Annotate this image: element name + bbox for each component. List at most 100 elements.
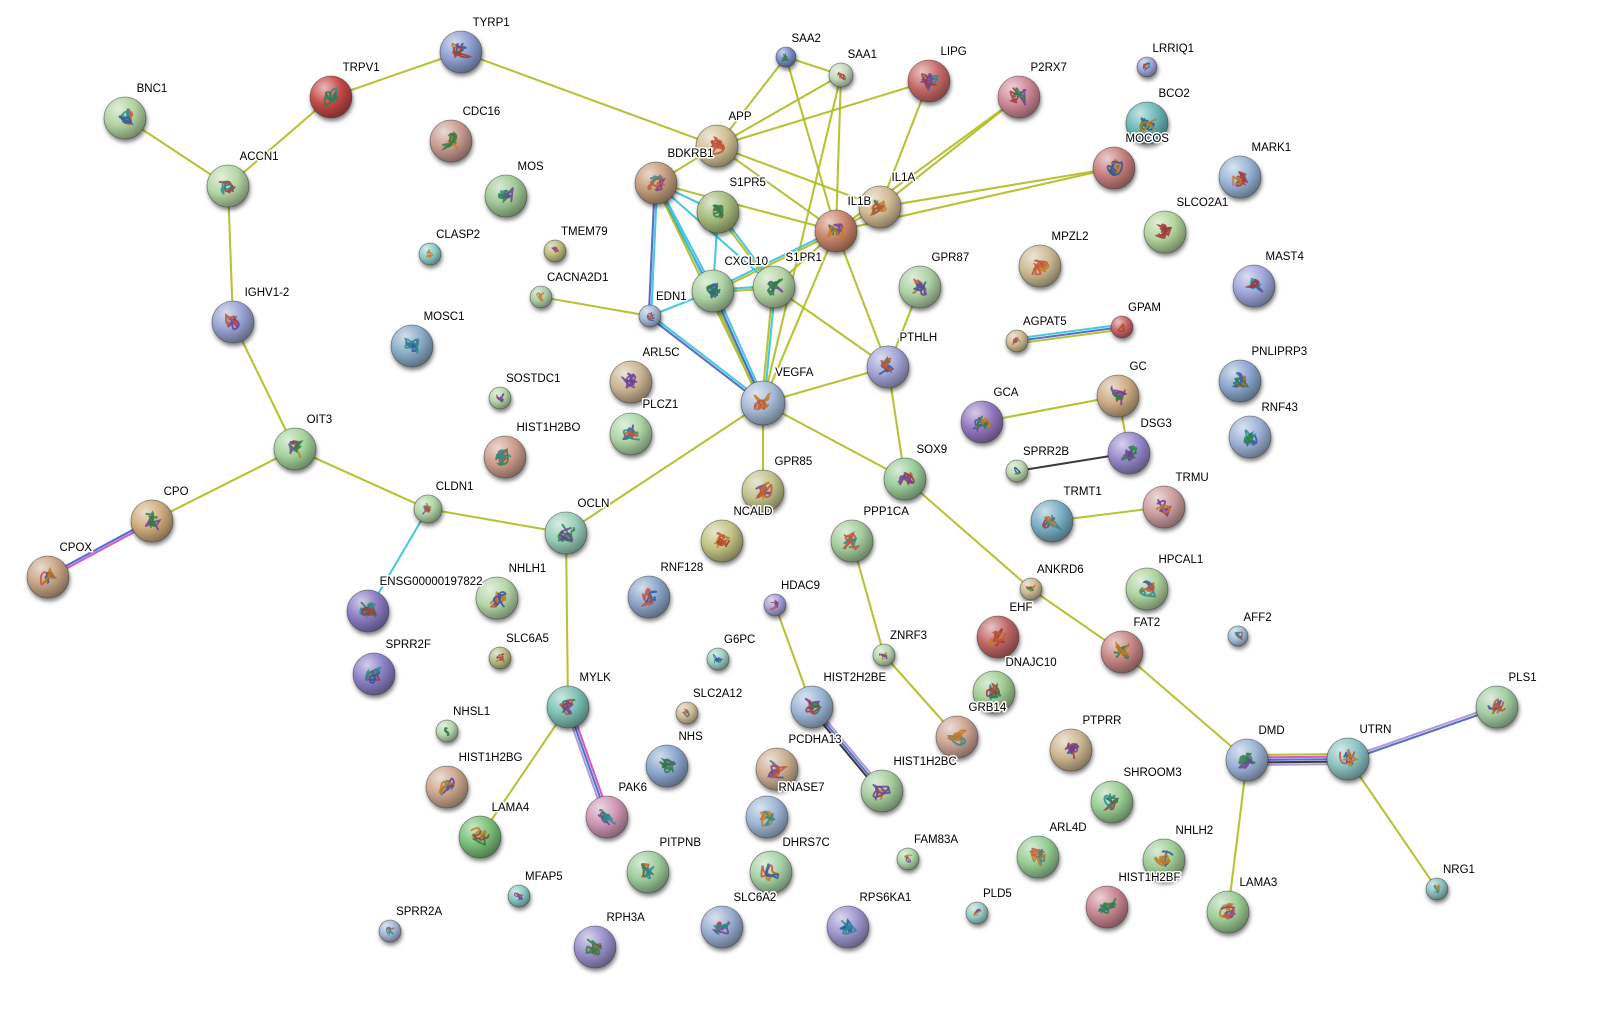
edge-LIPG-IL1A-textmining[interactable] — [878, 79, 931, 209]
protein-node-MFAP5[interactable]: MFAP5 — [507, 870, 564, 908]
protein-node-NHLH2[interactable]: NHLH2 — [1142, 824, 1215, 882]
protein-node-HIST1H2BG[interactable]: HIST1H2BG — [425, 751, 524, 809]
protein-node-PLD5[interactable]: PLD5 — [965, 887, 1013, 925]
protein-node-CACNA2D1[interactable]: CACNA2D1 — [529, 271, 610, 309]
protein-node-DHRS7C[interactable]: DHRS7C — [749, 836, 831, 894]
edge-TYRP1-APP-textmining[interactable] — [459, 50, 719, 148]
protein-node-MAST4[interactable]: MAST4 — [1232, 250, 1306, 308]
protein-node-HIST1H2BF[interactable]: HIST1H2BF — [1085, 871, 1182, 929]
protein-node-P2RX7[interactable]: P2RX7 — [997, 61, 1068, 119]
edge-IGHV1-2-OIT3-textmining[interactable] — [231, 320, 297, 451]
protein-sphere-BDKRB1[interactable] — [634, 161, 678, 205]
protein-node-MOCOS[interactable]: MOCOS — [1092, 132, 1171, 190]
edge-EDN1-VEGFA-cooccurrence[interactable] — [648, 315, 764, 406]
edge-APP-SAA1-textmining[interactable] — [715, 73, 843, 148]
protein-node-MOSC1[interactable]: MOSC1 — [390, 310, 466, 368]
protein-node-MYLK[interactable]: MYLK — [546, 671, 613, 729]
protein-node-GCA[interactable]: GCA — [960, 386, 1020, 444]
protein-node-SLCO2A1[interactable]: SLCO2A1 — [1143, 196, 1230, 254]
protein-node-NRG1[interactable]: NRG1 — [1425, 863, 1476, 901]
edge-BDKRB1-EDN1-database[interactable] — [650, 182, 659, 318]
protein-node-PITPNB[interactable]: PITPNB — [626, 836, 703, 894]
edge-AGPAT5-GPAM-textmining[interactable] — [1016, 328, 1124, 345]
protein-node-RNASE7[interactable]: RNASE7 — [745, 781, 826, 839]
edge-AGPAT5-GPAM-database[interactable] — [1015, 323, 1123, 340]
edge-OCLN-VEGFA-textmining[interactable] — [564, 401, 765, 535]
edge-APP-IL1A-textmining[interactable] — [715, 144, 882, 209]
protein-node-TRMT1[interactable]: TRMT1 — [1030, 485, 1103, 543]
protein-node-SLC2A12[interactable]: SLC2A12 — [675, 687, 744, 725]
edge-IL1B-BDKRB1-textmining[interactable] — [654, 181, 838, 233]
protein-node-SAA1[interactable]: SAA1 — [828, 48, 879, 88]
protein-node-IL1B[interactable]: IL1B — [814, 195, 873, 253]
protein-node-NHS[interactable]: NHS — [645, 730, 705, 788]
protein-node-GPAM[interactable]: GPAM — [1110, 301, 1163, 339]
edge-SOX9-ANKRD6-textmining[interactable] — [903, 477, 1033, 591]
protein-node-LAMA4[interactable]: LAMA4 — [458, 801, 531, 859]
protein-node-IL1A[interactable]: IL1A — [858, 171, 917, 229]
protein-node-CPOX[interactable]: CPOX — [26, 541, 94, 599]
protein-node-G6PC[interactable]: G6PC — [706, 633, 757, 671]
protein-node-SOSTDC1[interactable]: SOSTDC1 — [488, 372, 562, 410]
protein-node-ACCN1[interactable]: ACCN1 — [206, 150, 280, 208]
protein-node-RPS6KA1[interactable]: RPS6KA1 — [826, 891, 913, 949]
edge-OIT3-CLDN1-textmining[interactable] — [293, 447, 430, 511]
protein-node-VEGFA[interactable]: VEGFA — [740, 366, 815, 426]
protein-node-CLDN1[interactable]: CLDN1 — [413, 480, 475, 524]
edge-SAA1-IL1B-textmining[interactable] — [834, 73, 843, 233]
protein-node-LIPG[interactable]: LIPG — [907, 45, 968, 103]
protein-node-OCLN[interactable]: OCLN — [544, 497, 611, 555]
edge-IL1A-MOCOS-textmining[interactable] — [878, 166, 1116, 209]
protein-node-TRMU[interactable]: TRMU — [1142, 471, 1210, 529]
protein-node-APP[interactable]: APP — [695, 110, 753, 168]
protein-node-SOX9[interactable]: SOX9 — [883, 443, 949, 501]
edge-DMD-LAMA3-textmining[interactable] — [1226, 758, 1249, 914]
protein-node-IGHV1-2[interactable]: IGHV1-2 — [211, 286, 291, 344]
protein-node-AFF2[interactable]: AFF2 — [1227, 611, 1273, 647]
protein-node-NHSL1[interactable]: NHSL1 — [435, 705, 492, 743]
edge-SAA2-IL1B-textmining[interactable] — [784, 55, 838, 233]
protein-node-NHLH1[interactable]: NHLH1 — [475, 562, 548, 620]
protein-node-SLC6A2[interactable]: SLC6A2 — [700, 891, 778, 949]
protein-node-S1PR5[interactable]: S1PR5 — [696, 176, 767, 234]
protein-node-LRRIQ1[interactable]: LRRIQ1 — [1136, 42, 1196, 78]
edge-EDN1-CACNA2D1-textmining[interactable] — [539, 295, 652, 318]
protein-node-GPR85[interactable]: GPR85 — [741, 455, 814, 513]
protein-node-PCDHA13[interactable]: PCDHA13 — [755, 733, 843, 791]
protein-node-GRB14[interactable]: GRB14 — [935, 701, 1008, 759]
protein-sphere-P2RX7[interactable] — [997, 75, 1041, 119]
protein-node-GPR87[interactable]: GPR87 — [898, 251, 971, 309]
protein-node-PTHLH[interactable]: PTHLH — [866, 331, 939, 389]
protein-node-PLCZ1[interactable]: PLCZ1 — [609, 398, 680, 456]
protein-node-ZNRF3[interactable]: ZNRF3 — [872, 629, 929, 667]
protein-node-MARK1[interactable]: MARK1 — [1218, 141, 1293, 199]
protein-node-DMD[interactable]: DMD — [1225, 724, 1286, 782]
edge-GCA-GC-textmining[interactable] — [980, 394, 1120, 424]
edge-S1PR1-PTHLH-textmining[interactable] — [772, 285, 890, 369]
protein-node-NCALD[interactable]: NCALD — [700, 505, 774, 563]
protein-sphere-PLD5[interactable] — [965, 901, 989, 925]
protein-node-HIST1H2BC[interactable]: HIST1H2BC — [860, 755, 958, 813]
edge-BDKRB1-S1PR1-database[interactable] — [654, 181, 776, 289]
protein-node-GC[interactable]: GC — [1096, 360, 1148, 418]
protein-node-CLASP2[interactable]: CLASP2 — [418, 228, 482, 266]
protein-sphere-SPRR2B[interactable] — [1005, 459, 1029, 483]
edge-IL1B-CXCL10-database[interactable] — [711, 228, 837, 291]
edge-ACCN1-IGHV1-2-textmining[interactable] — [226, 184, 235, 324]
edge-FAT2-DMD-textmining[interactable] — [1120, 650, 1249, 762]
protein-sphere-DHRS7C[interactable] — [749, 850, 793, 894]
edge-TRPV1-ACCN1-textmining[interactable] — [226, 95, 333, 188]
protein-node-PLS1[interactable]: PLS1 — [1475, 671, 1538, 729]
protein-node-ANKRD6[interactable]: ANKRD6 — [1019, 563, 1085, 601]
edge-UTRN-NRG1-textmining[interactable] — [1346, 757, 1439, 891]
edge-APP-LIPG-textmining[interactable] — [715, 79, 931, 148]
protein-node-HIST1H2BO[interactable]: HIST1H2BO — [483, 421, 582, 479]
protein-node-UTRN[interactable]: UTRN — [1326, 723, 1393, 781]
protein-node-BDKRB1[interactable]: BDKRB1 — [634, 147, 715, 205]
edge-OCLN-MYLK-textmining[interactable] — [564, 531, 570, 709]
protein-node-RPH3A[interactable]: RPH3A — [573, 911, 647, 969]
edge-UTRN-PLS1-homology[interactable] — [1346, 704, 1498, 759]
protein-node-PPP1CA[interactable]: PPP1CA — [830, 505, 911, 563]
edge-CLDN1-OCLN-textmining[interactable] — [426, 507, 568, 535]
protein-node-ARL4D[interactable]: ARL4D — [1016, 821, 1088, 879]
